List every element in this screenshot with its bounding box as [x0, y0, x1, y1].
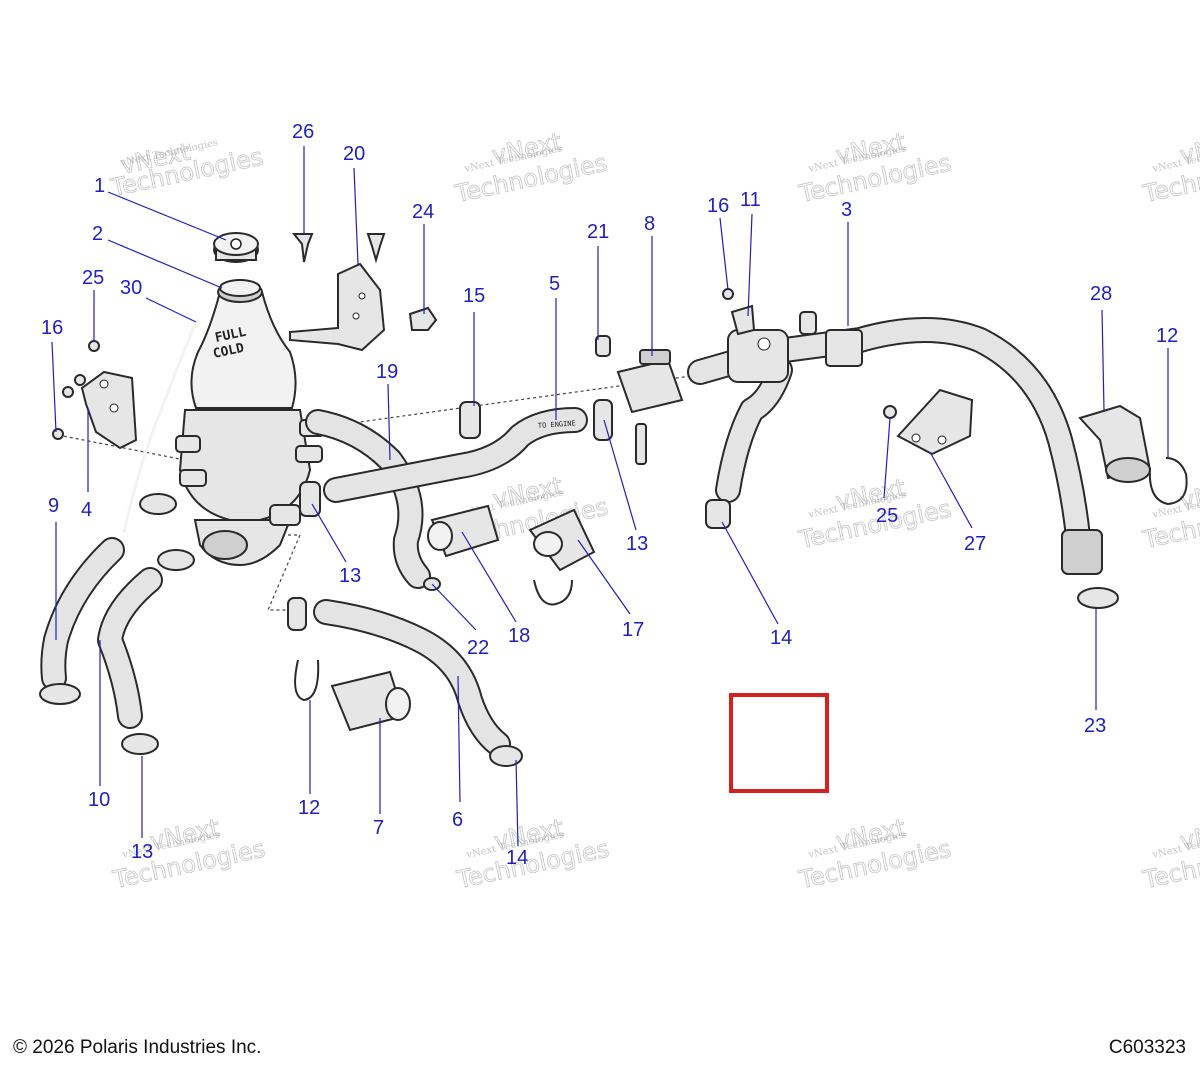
hose-9 [40, 537, 125, 691]
callout-20: 20 [343, 143, 365, 165]
hose-6 [313, 599, 511, 757]
fitting-18 [427, 504, 500, 558]
coolant-reservoir: FULL COLD [175, 279, 325, 567]
clamp-23 [1077, 587, 1119, 609]
callout-13-center: 13 [339, 565, 361, 587]
reservoir-bracket [80, 370, 138, 450]
bracket-27 [896, 388, 974, 456]
hose-5: TO ENGINE [323, 407, 588, 503]
callout-labels: 1 2 3 4 5 6 7 8 9 10 11 12 12 13 13 13 1… [41, 121, 1178, 869]
hose-19 [305, 409, 431, 589]
bolts-25 [52, 340, 100, 440]
callout-16-left: 16 [41, 317, 63, 339]
callout-23: 23 [1084, 715, 1106, 737]
callout-27: 27 [964, 533, 986, 555]
callout-26: 26 [292, 121, 314, 143]
tee-fitting-17 [528, 508, 596, 606]
callout-24: 24 [412, 201, 434, 223]
callout-25-left: 25 [82, 267, 104, 289]
callout-21: 21 [587, 221, 609, 243]
callout-5: 5 [549, 273, 560, 295]
callout-3: 3 [841, 199, 852, 221]
callout-11: 11 [740, 189, 761, 211]
copyright-text: © 2026 Polaris Industries Inc. [13, 1037, 262, 1058]
callout-4: 4 [81, 499, 92, 521]
callout-14-bottom: 14 [506, 847, 528, 869]
clamp-12-right [1148, 457, 1188, 506]
clip-24 [408, 306, 438, 331]
push-pins-26 [291, 233, 386, 264]
callout-1: 1 [94, 175, 105, 197]
callout-14-right: 14 [770, 627, 792, 649]
svg-text:FULL: FULL [214, 325, 248, 346]
callout-18: 18 [508, 625, 530, 647]
tee-branch [715, 329, 793, 503]
leader-lines [51, 146, 1169, 847]
callout-2: 2 [92, 223, 103, 245]
callout-7: 7 [373, 817, 384, 839]
callout-6: 6 [452, 809, 463, 831]
callout-12-right: 12 [1156, 325, 1178, 347]
fitting-7 [330, 670, 411, 732]
svg-text:COLD: COLD [212, 341, 246, 362]
callout-10: 10 [88, 789, 110, 811]
reservoir-cap [213, 232, 259, 263]
breather-tube-inner [122, 321, 198, 533]
hose-10 [97, 567, 163, 729]
callout-22: 22 [467, 637, 489, 659]
callout-28: 28 [1090, 283, 1112, 305]
callout-19: 19 [376, 361, 398, 383]
callout-13-right: 13 [626, 533, 648, 555]
callout-9: 9 [48, 495, 59, 517]
callout-8: 8 [644, 213, 655, 235]
mounting-bracket-20 [289, 262, 386, 352]
callout-16-right: 16 [707, 195, 729, 217]
callout-12-bottom: 12 [298, 797, 320, 819]
pipe-3 [687, 317, 1103, 575]
callout-30: 30 [120, 277, 142, 299]
callout-17: 17 [622, 619, 644, 641]
diagram-code: C603323 [1108, 1037, 1186, 1058]
svg-text:TO ENGINE: TO ENGINE [538, 419, 576, 430]
elbow-28 [1078, 404, 1152, 483]
callout-15: 15 [463, 285, 485, 307]
highlight-box [729, 693, 829, 793]
callout-13-bottom-left: 13 [131, 841, 153, 863]
callout-25-right: 25 [876, 505, 898, 527]
connector-8 [616, 349, 684, 414]
